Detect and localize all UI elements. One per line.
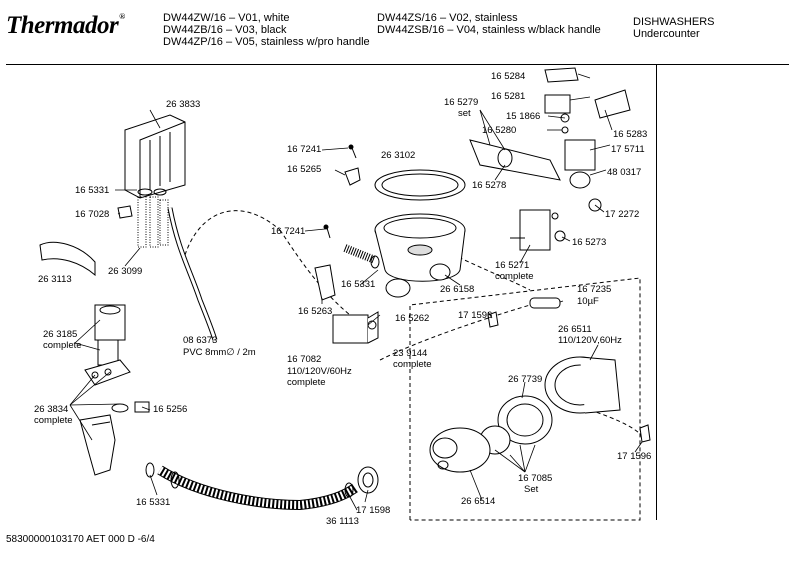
- part-label: 16 5283: [613, 129, 648, 140]
- part-label: 16 7241: [287, 144, 322, 155]
- bracket-shape: [344, 167, 361, 186]
- model-line: DW44ZP/16 – V05, stainless w/pro handle: [163, 36, 370, 48]
- screws: [323, 144, 357, 239]
- part-label: complete: [34, 415, 73, 426]
- part-label: 16 5265: [287, 164, 322, 175]
- part-label: 110/120V/60Hz: [287, 366, 352, 377]
- part-label: 26 7739: [508, 374, 543, 385]
- part-label: 26 3833: [166, 99, 201, 110]
- part-label: 16 5256: [153, 404, 188, 415]
- part-label: 16 5281: [491, 91, 526, 102]
- clip-shape: [117, 205, 133, 219]
- part-label: 26 6158: [440, 284, 475, 295]
- part-label: 16 7241: [271, 226, 306, 237]
- part-label: 16 5273: [572, 237, 607, 248]
- part-label: 15 1866: [506, 111, 541, 122]
- drain-hose-drawing: [167, 207, 218, 341]
- part-label: 16 5331: [341, 279, 376, 290]
- part-label: complete: [393, 359, 432, 370]
- header-rule: [6, 64, 789, 65]
- drain-pump: [332, 311, 379, 344]
- part-label: 16 7082: [287, 354, 322, 365]
- part-label: 16 5284: [491, 71, 526, 82]
- part-label: Set: [524, 484, 539, 495]
- heater-bracket: [314, 264, 336, 301]
- corrugated-drain-hose: [145, 462, 379, 511]
- part-label: 16 5278: [472, 180, 507, 191]
- category-subtitle: Undercounter: [633, 28, 700, 40]
- part-label: 08 6373: [183, 335, 218, 346]
- model-line: DW44ZB/16 – V03, black: [163, 24, 287, 36]
- part-label: 17 5711: [611, 144, 645, 155]
- dashed-connectors: [184, 210, 646, 521]
- part-label: 26 6511: [558, 324, 592, 335]
- part-label: 16 5280: [482, 125, 517, 136]
- right-margin-rule: [656, 64, 657, 520]
- document-footer: 58300000103170 AET 000 D -6/4: [6, 534, 155, 545]
- part-label: 48 0317: [607, 167, 642, 178]
- part-label: 26 3185: [43, 329, 78, 340]
- part-label: 23 9144: [393, 348, 428, 359]
- leader-lines: [69, 73, 643, 511]
- part-label: PVC 8mm∅ / 2m: [183, 347, 256, 358]
- model-line: DW44ZW/16 – V01, white: [163, 12, 290, 24]
- part-label: 17 1596: [458, 310, 493, 321]
- circulation-pump: [429, 356, 621, 473]
- part-label: 17 2272: [605, 209, 640, 220]
- model-list-right: DW44ZS/16 – V02, stainless DW44ZSB/16 – …: [377, 12, 601, 36]
- part-label: 17 1598: [356, 505, 391, 516]
- part-label: 16 5262: [395, 313, 430, 324]
- brand-logo: Thermador®: [6, 12, 125, 39]
- diverter-assembly: [510, 209, 566, 251]
- part-label: 36 1113: [326, 516, 359, 527]
- part-label: 26 3834: [34, 404, 69, 415]
- part-label: complete: [43, 340, 82, 351]
- part-label: 10µF: [577, 296, 599, 307]
- part-label: 16 5263: [298, 306, 333, 317]
- part-label: 16 7085: [518, 473, 553, 484]
- model-line: DW44ZSB/16 – V04, stainless w/black hand…: [377, 24, 601, 36]
- model-line: DW44ZS/16 – V02, stainless: [377, 12, 518, 24]
- part-label: 16 5331: [136, 497, 171, 508]
- spring-coils-middle: [343, 244, 380, 269]
- part-label: 26 3113: [38, 274, 72, 285]
- part-label: 16 5271: [495, 260, 530, 271]
- check-valve-housing: [124, 114, 186, 199]
- part-label: 26 6514: [461, 496, 496, 507]
- cover-shape: [39, 241, 96, 277]
- model-list-left: DW44ZW/16 – V01, white DW44ZB/16 – V03, …: [163, 12, 370, 48]
- part-label: 16 5279: [444, 97, 479, 108]
- part-label: 110/120V,60Hz: [558, 335, 622, 346]
- part-label: complete: [495, 271, 534, 282]
- part-label: 16 7028: [75, 209, 110, 220]
- part-label: 26 3099: [108, 266, 143, 277]
- category-block: DISHWASHERS Undercounter: [633, 16, 715, 40]
- part-label: set: [458, 108, 471, 119]
- part-label: 17 1596: [617, 451, 652, 462]
- spring-coils-left: [137, 188, 169, 248]
- sump-assembly: [374, 169, 466, 298]
- capacitor: [529, 297, 561, 309]
- clip-b: [639, 424, 651, 443]
- sensor-assembly: [79, 304, 150, 476]
- part-label: complete: [287, 377, 326, 388]
- part-label: 16 7235: [577, 284, 612, 295]
- part-label: 26 3102: [381, 150, 416, 161]
- category-title: DISHWASHERS: [633, 16, 715, 28]
- part-label: 16 5331: [75, 185, 110, 196]
